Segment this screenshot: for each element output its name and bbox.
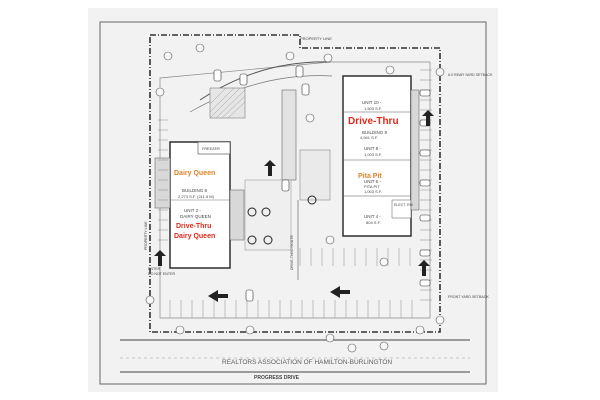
tree-symbol — [435, 67, 445, 77]
drive-thru-route-label: DRIVE-THRU ROUTE — [290, 235, 294, 270]
tree-symbol — [379, 257, 389, 267]
accessible-parking-area — [244, 179, 292, 251]
tree-symbol — [195, 43, 205, 53]
parked-car — [213, 69, 222, 82]
tree-symbol — [163, 51, 173, 61]
parked-car — [419, 214, 431, 222]
property-boundary — [149, 34, 441, 333]
parked-car — [239, 73, 248, 86]
parked-car — [419, 179, 431, 187]
unit-8-area: 1,003 S.F. — [364, 152, 382, 157]
building-8-name: BUILDING 8 — [182, 188, 208, 193]
unit-8-label: UNIT 8 - — [364, 146, 381, 151]
tree-symbol — [325, 235, 335, 245]
drive-thru-overlay-b8: Drive-Thru — [176, 223, 211, 230]
tree-symbol — [379, 341, 389, 351]
front-yard-setback-label: FRONT YARD SETBACK — [448, 295, 489, 299]
unit-10-label: UNIT 10 - — [362, 100, 382, 105]
building-8-area: 2,273 S.F. (211.5 M) — [178, 194, 215, 199]
building-9-area: 4,941 S.F. — [360, 135, 378, 140]
street-name-label: PROGRESS DRIVE — [254, 375, 300, 381]
accessible-parking-symbols — [247, 195, 317, 245]
tree-symbol — [435, 315, 445, 325]
sheet-border — [99, 21, 487, 385]
parked-car — [281, 179, 290, 192]
freezer-label: FREEZER — [202, 147, 220, 151]
building-9-name: BUILDING 9 — [362, 130, 388, 135]
elect-room-label: ELECT. RM — [394, 203, 413, 207]
unit-2-label: UNIT 2 - — [184, 208, 201, 213]
dairy-queen-overlay-top: Dairy Queen — [174, 170, 215, 177]
tree-symbol — [285, 51, 295, 61]
tree-symbol — [347, 343, 357, 353]
unit-6-tenant: PITA PIT — [364, 184, 380, 189]
dairy-queen-overlay-bottom: Dairy Queen — [174, 233, 215, 240]
drive-thru-lane-curve-inner — [189, 75, 333, 113]
unit-10-area: 1,503 S.F. — [364, 106, 382, 111]
parked-car — [245, 289, 254, 302]
do-not-enter-sign-label: DO NOT ENTER — [148, 272, 175, 276]
parked-car — [419, 249, 431, 257]
tree-symbol — [385, 65, 395, 75]
property-line-top-label: PROPERTY LINE — [300, 36, 332, 41]
pita-pit-overlay: Pita Pit — [358, 173, 382, 180]
tree-symbol — [245, 325, 255, 335]
tree-symbol — [325, 333, 335, 343]
traffic-arrows — [154, 110, 434, 302]
tree-symbol — [175, 325, 185, 335]
building-8 — [154, 141, 245, 269]
building-9 — [342, 75, 420, 237]
watermark-text: REALTORS ASSOCIATION OF HAMILTON-BURLING… — [222, 359, 392, 366]
patio-area — [299, 149, 331, 201]
parking-stalls — [158, 69, 432, 318]
unit-6-label: UNIT 6 - — [364, 179, 381, 184]
tree-symbol — [145, 295, 155, 305]
property-line-left-label: PROPERTY LINE — [144, 221, 148, 250]
unit-4-area: 804 S.F. — [366, 220, 381, 225]
tree-symbol — [323, 53, 333, 63]
tree-symbol — [415, 325, 425, 335]
tree-symbol — [155, 87, 165, 97]
tree-symbol — [305, 113, 315, 123]
hatched-landscape-area — [209, 87, 246, 119]
landscape-trees — [145, 43, 445, 353]
drive-thru-overlay-b9: Drive-Thru — [348, 116, 399, 127]
parked-car — [301, 83, 310, 96]
rear-yard-setback-label: 6.0 REAR YARD SETBACK — [448, 73, 493, 77]
unit-2-tenant: DAIRY QUEEN — [180, 214, 211, 219]
parked-car — [419, 89, 431, 97]
unit-4-label: UNIT 4 - — [364, 214, 381, 219]
parked-car — [419, 149, 431, 157]
enter-sign-label: ENTER — [148, 267, 161, 271]
unit-6-area: 1,003 S.F. — [364, 189, 382, 194]
walkway-island — [281, 89, 297, 181]
parked-car — [419, 279, 431, 287]
parked-car — [295, 65, 304, 78]
